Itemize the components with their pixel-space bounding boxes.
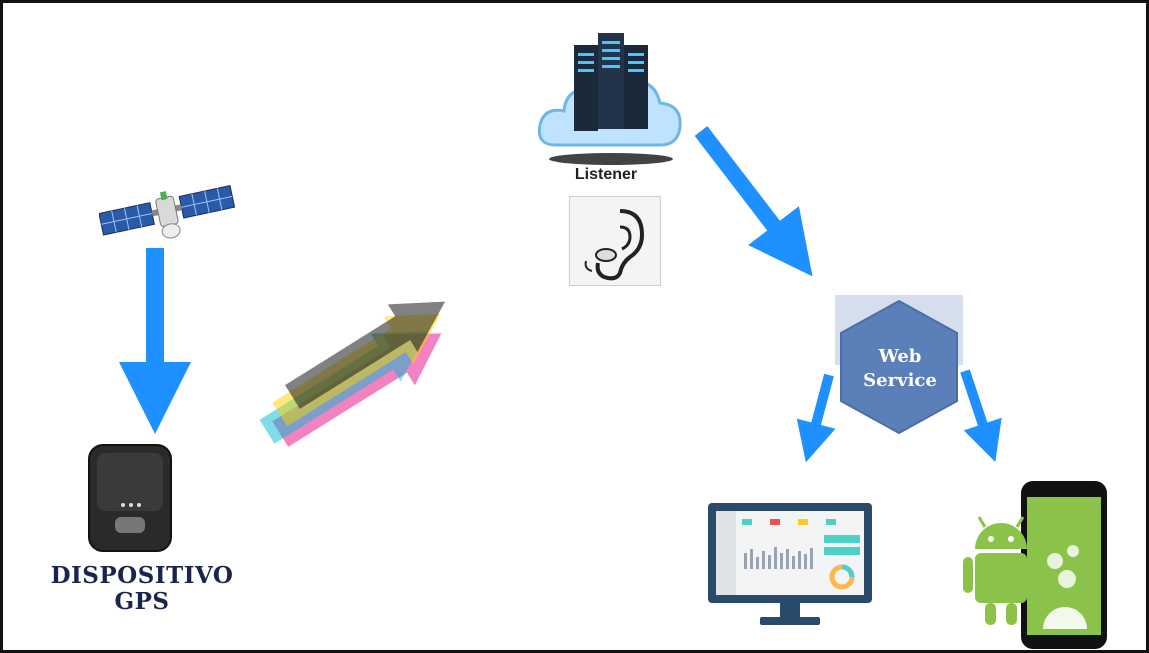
monitor-dashboard-icon (708, 503, 872, 625)
web-service-label: Web Service (845, 345, 955, 393)
arrow-webservice-to-monitor (796, 373, 836, 463)
flow-arrows (119, 126, 1002, 463)
web-service-label-line1: Web (878, 346, 922, 367)
listener-label: Listener (574, 166, 638, 183)
gps-label-line2: GPS (114, 588, 170, 615)
gps-label-line1: DISPOSITIVO (50, 562, 234, 589)
arrow-listener-to-webservice (694, 126, 813, 277)
ear-icon (569, 196, 661, 286)
android-phone-icon (963, 481, 1107, 649)
gps-device-icon (88, 444, 172, 552)
arrow-webservice-to-phone (960, 369, 1002, 462)
gps-device-label: DISPOSITIVO GPS (37, 563, 247, 615)
data-transfer-arrow-icon (259, 301, 446, 447)
web-service-hexagon-icon (835, 295, 963, 435)
web-service-label-line2: Service (863, 370, 937, 391)
cloud-server-icon (537, 33, 682, 165)
satellite-icon (99, 185, 236, 239)
